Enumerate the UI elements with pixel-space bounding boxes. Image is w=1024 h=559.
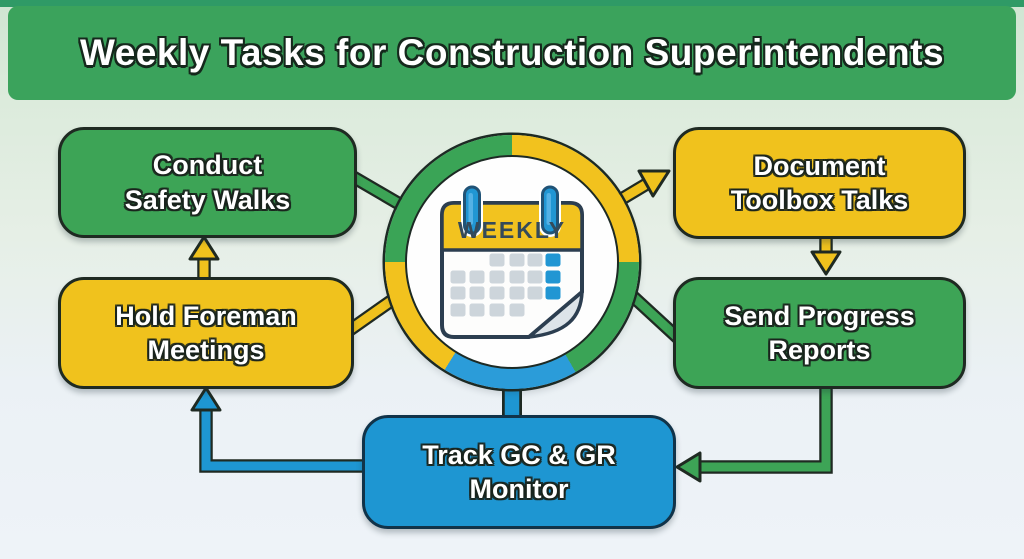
task-label-line2: Monitor: [469, 474, 569, 504]
arrow-send-to-track: [675, 380, 833, 483]
task-label-line1: Hold Foreman: [115, 300, 297, 331]
task-label-line2: Safety Walks: [124, 184, 291, 215]
page-title: Weekly Tasks for Construction Superinten…: [79, 32, 945, 73]
task-label-line1: Conduct: [152, 150, 263, 181]
connector-circle-to-send: [623, 287, 683, 343]
task-box-document-toolbox-talks: Document Toolbox Talks: [673, 127, 966, 239]
task-box-hold-foreman-meetings: Hold Foreman Meetings: [58, 277, 354, 389]
task-box-track-gc-gr-monitor: Track GC & GR Monitor: [362, 415, 676, 529]
calendar-label: WEEKLY: [458, 217, 566, 243]
task-label-line1: Track GC & GR: [422, 439, 616, 470]
task-box-send-progress-reports: Send Progress Reports: [673, 277, 966, 389]
arrow-track-to-hold: [190, 386, 364, 473]
task-label-line2: Meetings: [147, 335, 265, 365]
task-label-line2: Reports: [768, 335, 871, 365]
calendar-binder-rings: [461, 183, 561, 237]
task-label-line2: Toolbox Talks: [730, 185, 909, 215]
arrow-hold-to-conduct: [188, 235, 220, 278]
calendar-fold-corner: [527, 290, 584, 339]
arrow-circle-to-document: [596, 169, 671, 218]
title-banner: Weekly Tasks for Construction Superinten…: [8, 6, 1016, 100]
task-box-conduct-safety-walks: Conduct Safety Walks: [58, 127, 357, 238]
top-edge-strip: [0, 0, 1024, 7]
task-label-line1: Send Progress: [724, 300, 915, 331]
task-label-line1: Document: [753, 150, 886, 181]
calendar-date-grid: [450, 253, 561, 317]
weekly-calendar-icon: WEEKLY: [440, 183, 584, 339]
